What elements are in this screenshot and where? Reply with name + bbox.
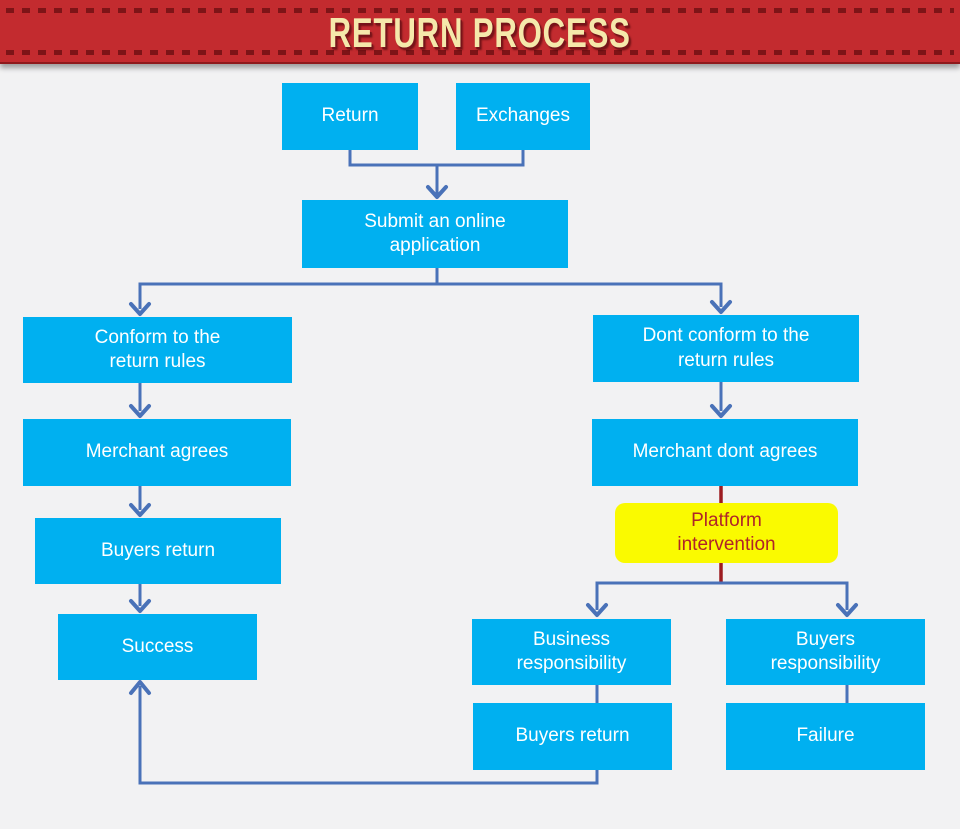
node-buyers-return-bottom-label: Buyers return: [515, 725, 630, 747]
node-buyers-return-bottom: Buyers return: [473, 703, 672, 770]
banner-dashed-line-top: [6, 8, 954, 13]
node-platform-intervention: Platform intervention: [615, 503, 838, 563]
node-exchanges-label: Exchanges: [475, 105, 570, 127]
node-business-responsibility: Business responsibility: [472, 619, 671, 685]
node-merchant-agrees-label: Merchant agrees: [85, 441, 229, 463]
node-merchant-dont-agrees-label: Merchant dont agrees: [632, 441, 818, 463]
node-return-label: Return: [321, 105, 379, 127]
node-submit-application-label: Submit an online application: [364, 210, 506, 256]
banner-dashed-line-bottom: [6, 50, 954, 55]
node-merchant-dont-agrees: Merchant dont agrees: [592, 419, 858, 486]
title-banner: RETURN PROCESS: [0, 0, 960, 64]
connector-merchant-agrees-to-buyers-return: [129, 486, 151, 517]
node-buyers-responsibility-label: Buyers responsibility: [770, 628, 881, 674]
page-title: RETURN PROCESS: [328, 10, 632, 57]
node-success-label: Success: [121, 635, 194, 657]
node-business-responsibility-label: Business responsibility: [516, 628, 627, 674]
connector-responsibility-split: [586, 581, 858, 617]
node-failure-label: Failure: [796, 725, 855, 747]
node-merchant-agrees: Merchant agrees: [23, 419, 291, 486]
node-dont-conform-rules-label: Dont conform to the return rules: [642, 325, 810, 371]
connector-buyers-return-to-success: [129, 584, 151, 613]
node-dont-conform-rules: Dont conform to the return rules: [593, 315, 859, 382]
connector-buyers-return-loop-to-success: [129, 680, 599, 785]
connector-return-exchanges-to-submit: [348, 150, 525, 199]
node-buyers-return: Buyers return: [35, 518, 281, 584]
node-platform-intervention-label: Platform intervention: [677, 509, 776, 555]
connector-conform-to-merchant-agrees: [129, 383, 151, 418]
node-success: Success: [58, 614, 257, 680]
node-failure: Failure: [726, 703, 925, 770]
connector-dontconform-to-merchant-dont: [710, 382, 732, 418]
node-buyers-responsibility: Buyers responsibility: [726, 619, 925, 685]
node-conform-rules: Conform to the return rules: [23, 317, 292, 383]
node-buyers-return-label: Buyers return: [100, 539, 216, 561]
node-exchanges: Exchanges: [456, 83, 590, 150]
node-conform-rules-label: Conform to the return rules: [94, 326, 221, 372]
node-submit-application: Submit an online application: [302, 200, 568, 268]
node-return: Return: [282, 83, 418, 150]
connector-submit-split: [129, 268, 732, 316]
